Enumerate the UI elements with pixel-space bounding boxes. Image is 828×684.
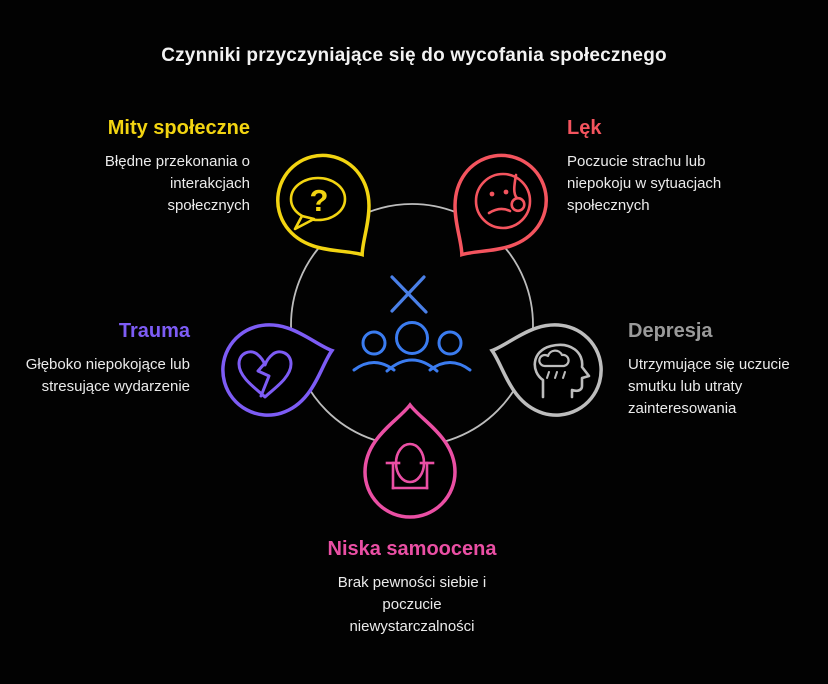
node-lek: Lęk Poczucie strachu lub niepokoju w syt… — [567, 116, 767, 217]
node-description-niska-samoocena: Brak pewności siebie i poczucie niewysta… — [337, 574, 487, 635]
question-mark-glyph: ? — [310, 183, 329, 218]
node-description-depresja: Utrzymujące się uczucie smutku lub utrat… — [628, 356, 790, 417]
node-trauma: Trauma Głęboko niepokojące lub stresując… — [12, 319, 190, 398]
question-speech-bubble-icon: ? — [289, 176, 347, 231]
head-rain-cloud-icon — [533, 343, 591, 399]
people-group-icon — [352, 321, 472, 373]
node-label-lek: Lęk — [567, 117, 602, 139]
pin-niska-samoocena — [363, 403, 457, 519]
node-description-trauma: Głęboko niepokojące lub stresujące wydar… — [25, 356, 190, 395]
node-label-depresja: Depresja — [628, 320, 713, 342]
anxious-face-icon — [474, 172, 532, 230]
node-label-niska-samoocena: Niska samoocena — [327, 538, 497, 560]
node-description-lek: Poczucie strachu lub niepokoju w sytuacj… — [567, 153, 722, 214]
node-niska-samoocena: Niska samoocena Brak pewności siebie i p… — [310, 537, 514, 638]
mirror-icon — [385, 442, 435, 490]
node-description-mity-spoleczne: Błędne przekonania o interakcjach społec… — [104, 153, 250, 214]
node-label-mity-spoleczne: Mity społeczne — [107, 117, 250, 139]
broken-heart-icon — [237, 350, 293, 399]
page-title: Czynniki przyczyniające się do wycofania… — [161, 45, 667, 66]
node-label-trauma: Trauma — [118, 320, 190, 342]
node-mity-spoleczne: Mity społeczne Błędne przekonania o inte… — [82, 116, 250, 217]
x-mark-icon — [390, 275, 428, 314]
node-depresja: Depresja Utrzymujące się uczucie smutku … — [628, 319, 826, 420]
